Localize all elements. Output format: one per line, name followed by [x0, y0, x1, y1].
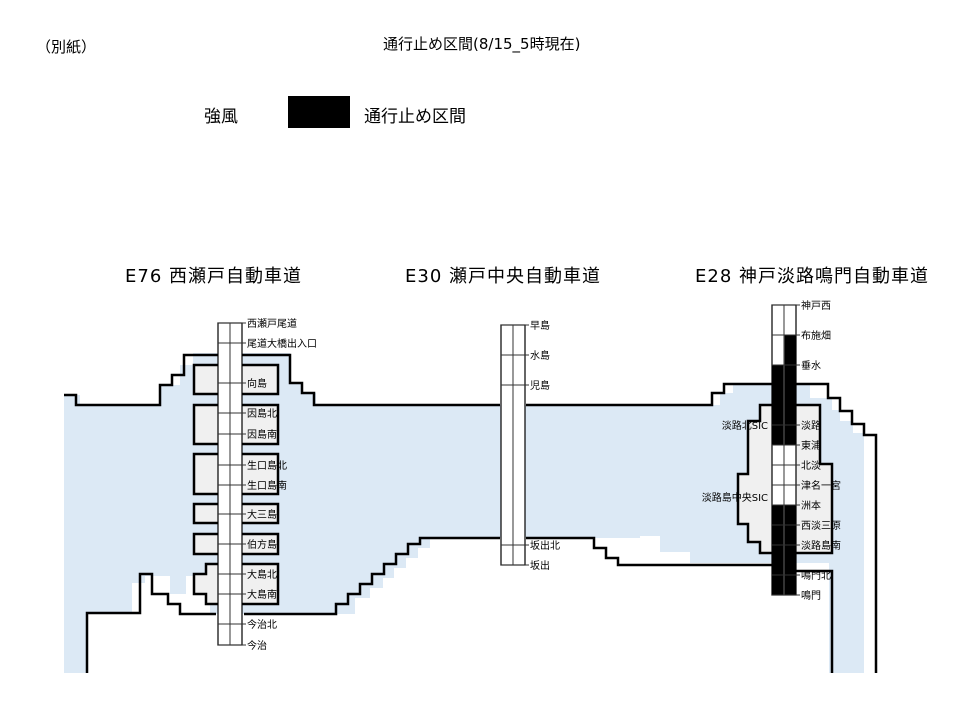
- interchange-label: 垂水: [801, 360, 821, 372]
- interchange-label: 因島北: [247, 407, 277, 420]
- road-diagrams: 西瀬戸尾道尾道大橋出入口向島因島北因島南生口島北生口島南大三島伯方島大島北大島南…: [217, 299, 841, 652]
- sic-label: 淡路北SIC: [722, 419, 768, 432]
- interchange-label: 布施畑: [801, 329, 831, 342]
- interchange-label: 鳴門北: [801, 569, 831, 582]
- interchange-label: 西瀬戸尾道: [247, 317, 297, 330]
- interchange-label: 生口島北: [247, 459, 287, 472]
- interchange-label: 因島南: [247, 428, 277, 441]
- interchange-label: 伯方島: [247, 538, 277, 551]
- sic-label: 淡路島中央SIC: [702, 491, 768, 504]
- interchange-label: 鳴門: [801, 589, 821, 602]
- interchange-label: 淡路島南: [801, 539, 841, 552]
- interchange-label: 津名一宮: [801, 479, 841, 492]
- interchange-label: 大島北: [247, 568, 277, 581]
- attachment-label: （別紙）: [36, 38, 97, 56]
- coast-naruto: [796, 569, 834, 673]
- interchange-label: 西淡三原: [801, 520, 841, 532]
- coastline: [64, 353, 878, 673]
- road-title-e76: E76 西瀬戸自動車道: [125, 266, 302, 287]
- coast-upper-west: [64, 353, 500, 407]
- road-title-e28: E28 神戸淡路鳴門自動車道: [695, 266, 929, 287]
- interchange-label: 神戸西: [801, 299, 831, 312]
- interchange-label: 洲本: [801, 499, 821, 512]
- legend-closed-swatch: [288, 96, 350, 128]
- road-e76: 西瀬戸尾道尾道大橋出入口向島因島北因島南生口島北生口島南大三島伯方島大島北大島南…: [217, 317, 317, 652]
- interchange-label: 児島: [530, 379, 550, 392]
- interchange-label: 今治北: [247, 618, 277, 631]
- interchange-label: 向島: [247, 377, 267, 390]
- interchange-label: 大島南: [247, 588, 277, 601]
- legend-cause-label: 強風: [204, 107, 238, 127]
- coast-upper-middle: [526, 382, 772, 407]
- coast-lower-middle: [526, 536, 772, 567]
- interchange-label: 今治: [247, 639, 267, 652]
- page-title: 通行止め区間(8/15_5時現在): [383, 35, 581, 53]
- coast-lower-west-2: [244, 536, 500, 616]
- interchange-label: 東浦: [801, 439, 821, 452]
- interchange-label: 坂出北: [530, 539, 560, 552]
- legend-description: 通行止め区間: [364, 107, 466, 127]
- interchange-label: 尾道大橋出入口: [247, 337, 317, 350]
- interchange-label: 大三島: [247, 508, 277, 521]
- interchange-label: 北淡: [801, 460, 821, 472]
- interchange-label: 早島: [530, 319, 550, 332]
- interchange-label: 坂出: [530, 559, 550, 572]
- coast-upper-east: [796, 382, 878, 673]
- interchange-label: 水島: [530, 349, 550, 362]
- interchange-label: 生口島南: [247, 479, 287, 492]
- interchange-label: 淡路: [801, 419, 821, 432]
- road-title-e30: E30 瀬戸中央自動車道: [405, 266, 601, 287]
- closure-segment: [784, 335, 796, 445]
- coast-lower-west: [85, 572, 216, 673]
- closure-segment: [772, 365, 784, 445]
